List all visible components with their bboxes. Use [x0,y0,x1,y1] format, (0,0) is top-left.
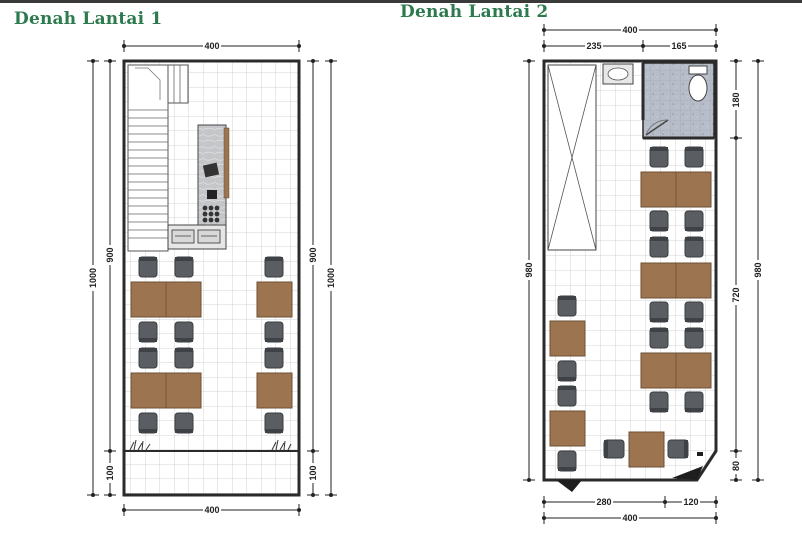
table [256,281,293,318]
floor1-staircase [127,64,189,252]
floor2-dim-right-front: 80 [731,461,741,471]
toilet-icon [688,74,708,102]
floor1-dim-left-front: 100 [105,465,115,480]
floor2-dim-top-left: 235 [586,41,601,51]
floor2-dim-bottom-right: 120 [683,497,698,507]
floor1-kitchen-counter [167,124,230,250]
table [256,372,293,409]
floor1-dim-top-width: 400 [204,41,219,51]
floor2-bathroom [602,62,715,140]
floor2-dim-right-main: 720 [731,287,741,302]
floor1-dim-right-main: 900 [308,247,318,262]
floor1-dim-bottom-width: 400 [204,505,219,515]
floor1-chairs [138,256,284,434]
floor1-plants [129,439,292,451]
floor1-dim-right-total: 1000 [326,268,336,288]
floor2-dim-bottom-left: 280 [596,497,611,507]
top-border-line [0,0,802,3]
floor1-dim-right-front: 100 [308,465,318,480]
floor2-doors [556,452,703,492]
floor2-chairs [557,146,704,472]
table [628,431,665,468]
table [549,410,586,447]
floor1-dim-left-total: 1000 [88,268,98,288]
floor2-title: Denah Lantai 2 [400,2,549,22]
floor2-dim-right-total: 980 [753,262,763,277]
table [549,320,586,357]
floor2-plan: 400 235 165 980 180 720 80 980 280 120 4… [523,24,764,524]
floor2-dim-top-width: 400 [622,25,637,35]
floor2-stair-void [547,64,597,251]
floor2-dim-bottom-width: 400 [622,513,637,523]
floor1-plan: 400 400 1000 900 100 900 100 1000 [87,40,337,516]
floor1-title: Denah Lantai 1 [14,9,163,29]
floor1-dim-left-main: 900 [105,247,115,262]
floor2-dim-right-bath: 180 [731,92,741,107]
floor2-dim-top-right: 165 [671,41,686,51]
floor2-dim-left-total: 980 [524,262,534,277]
